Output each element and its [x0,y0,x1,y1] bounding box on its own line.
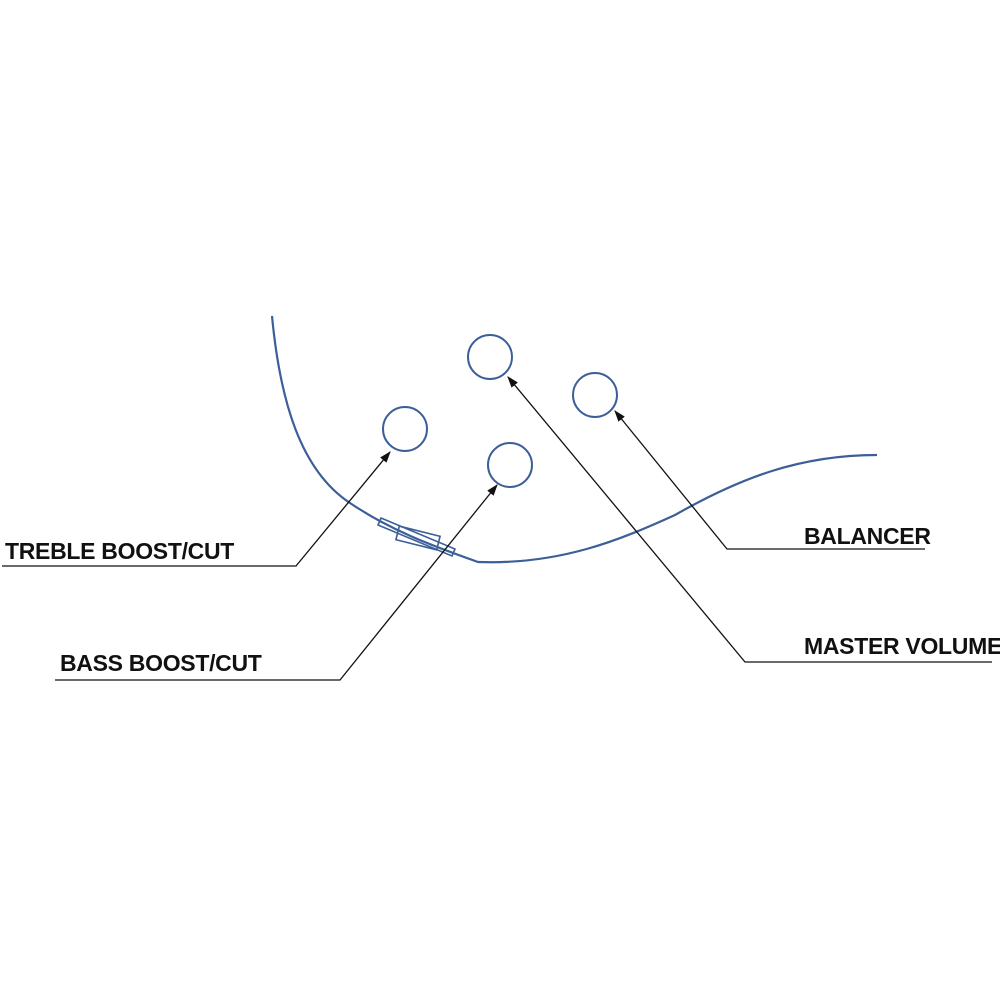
master-volume-knob[interactable] [467,334,513,380]
bass-knob[interactable] [487,442,533,488]
bass-label: BASS BOOST/CUT [60,650,262,676]
balancer-label: BALANCER [804,523,931,549]
treble-knob[interactable] [382,406,428,452]
guitar-body-outline [270,315,878,564]
output-jack-plate [376,516,457,558]
treble-label: TREBLE BOOST/CUT [5,538,234,564]
balancer-leader-line [614,410,925,550]
treble-leader-line [2,451,391,567]
master-volume-leader-line [507,376,992,663]
bass-leader-line [55,484,498,681]
balancer-knob[interactable] [572,372,618,418]
master-volume-label: MASTER VOLUME [804,633,1000,659]
